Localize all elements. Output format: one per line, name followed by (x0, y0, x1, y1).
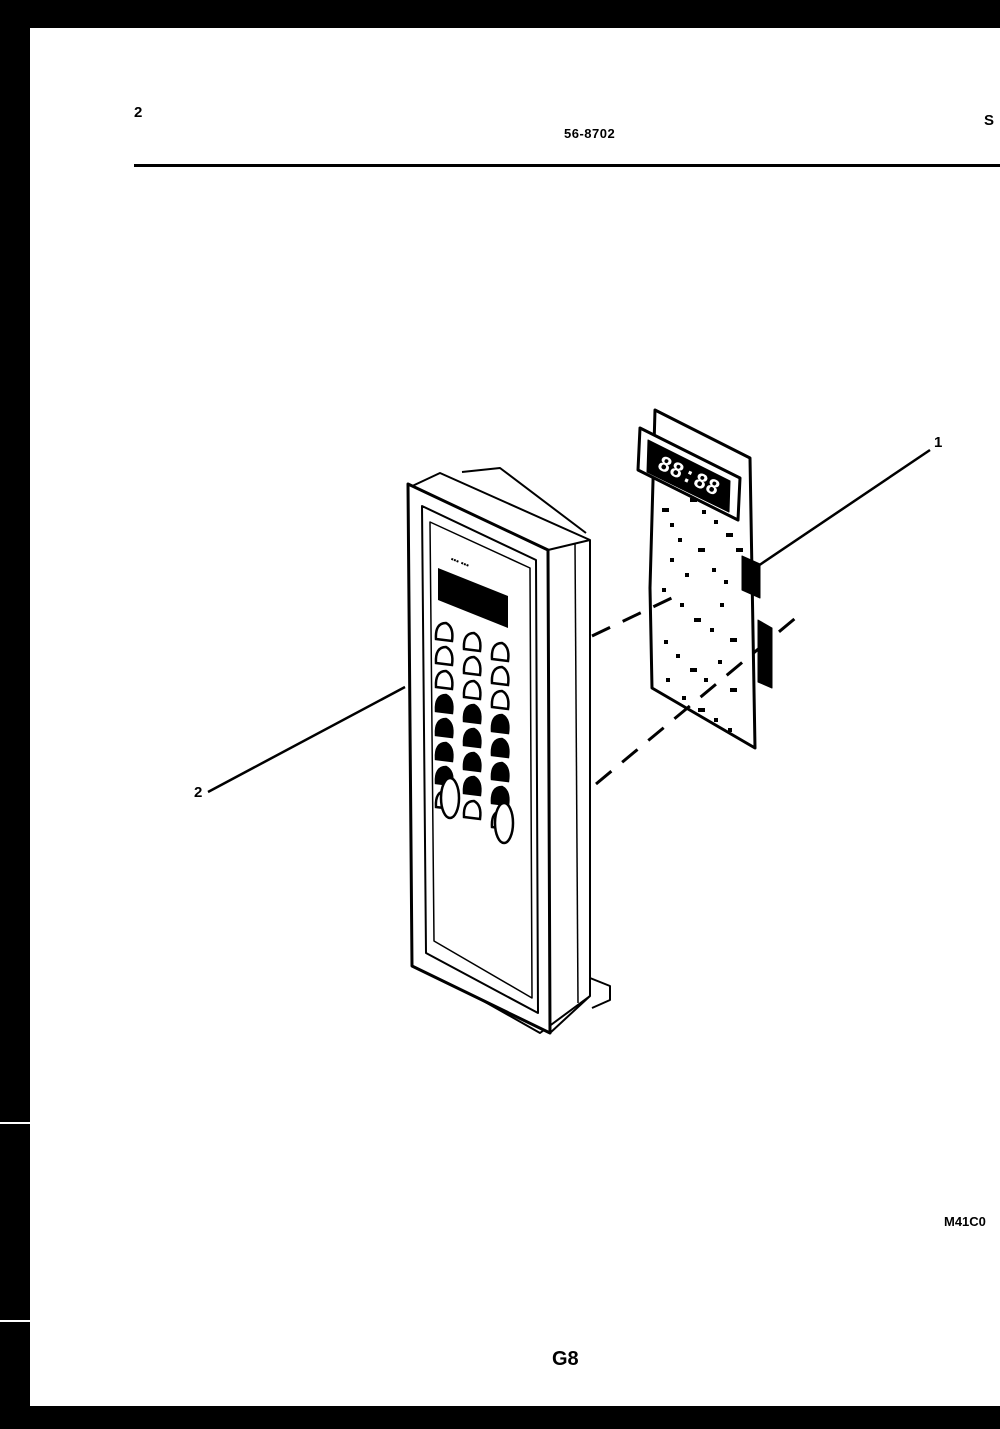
circuit-component-shape (670, 558, 674, 562)
circuit-component-shape (714, 718, 718, 722)
circuit-component-shape (670, 523, 674, 527)
exploded-view-drawing: ▪▪▪ ▪▪▪ 88:88 (207, 408, 931, 1035)
circuit-component-shape (718, 660, 722, 664)
section-number: 2 (134, 104, 143, 121)
circuit-component-shape (662, 508, 669, 512)
keypad-button-shape (490, 785, 510, 807)
circuit-component-shape (676, 654, 680, 658)
circuit-component-shape (694, 618, 701, 622)
circuit-component-shape (704, 678, 708, 682)
circuit-component-shape (664, 640, 668, 644)
keypad-button-shape (434, 621, 454, 643)
keypad-button-shape (462, 631, 482, 653)
circuit-component-shape (728, 728, 732, 732)
circuit-component-shape (682, 696, 686, 700)
callout-1: 1 (934, 434, 943, 451)
circuit-component-shape (702, 510, 706, 514)
circuit-component-shape (724, 580, 728, 584)
keypad-button-shape (434, 669, 454, 691)
keypad-button-shape (434, 717, 454, 739)
page-label: G8 (552, 1348, 579, 1370)
circuit-component-shape (730, 688, 737, 692)
alignment-dashes (591, 592, 799, 786)
panel-keypad (434, 621, 515, 845)
header-rule (134, 164, 1000, 167)
keypad-button-shape (462, 727, 482, 749)
circuit-component-shape (680, 603, 684, 607)
circuit-board-components (662, 498, 743, 732)
keypad-button-shape (490, 761, 510, 783)
circuit-component-shape (690, 668, 697, 672)
circuit-component-shape (720, 603, 724, 607)
keypad-button-shape (490, 641, 510, 663)
keypad-button-shape (462, 775, 482, 797)
leader-lines (207, 448, 931, 794)
parts-diagram-page: 2 56-8702 S ▪▪▪ ▪▪▪ (30, 28, 1000, 1406)
model-code: 56-8702 (564, 126, 616, 141)
callout-2: 2 (194, 784, 203, 801)
circuit-component-shape (685, 573, 689, 577)
keypad-button-shape (434, 645, 454, 667)
keypad-button-shape (490, 689, 510, 711)
circuit-component-shape (714, 520, 718, 524)
reference-code: M41C0 (944, 1214, 986, 1229)
circuit-component-shape (710, 628, 714, 632)
keypad-button-shape (462, 703, 482, 725)
circuit-component-shape (736, 548, 743, 552)
circuit-component-shape (726, 533, 733, 537)
circuit-component-shape (712, 568, 716, 572)
circuit-component-shape (698, 708, 705, 712)
circuit-component-shape (690, 498, 697, 502)
header-right-fragment: S (984, 112, 995, 129)
keypad-oval-shape (493, 801, 515, 845)
circuit-component-shape (662, 588, 666, 592)
keypad-button-shape (462, 679, 482, 701)
keypad-button-shape (490, 713, 510, 735)
keypad-button-shape (434, 693, 454, 715)
keypad-button-shape (434, 741, 454, 763)
left-edge-mark (0, 1320, 30, 1322)
circuit-component-shape (698, 548, 705, 552)
keypad-button-shape (490, 737, 510, 759)
circuit-component-shape (678, 538, 682, 542)
keypad-oval-shape (439, 776, 461, 820)
circuit-board-drawing (636, 408, 773, 750)
keypad-button-shape (490, 665, 510, 687)
left-edge-mark (0, 1122, 30, 1124)
keypad-button-shape (462, 751, 482, 773)
keypad-button-shape (462, 655, 482, 677)
circuit-component-shape (730, 638, 737, 642)
keypad-button-shape (462, 799, 482, 821)
circuit-component-shape (666, 678, 670, 682)
